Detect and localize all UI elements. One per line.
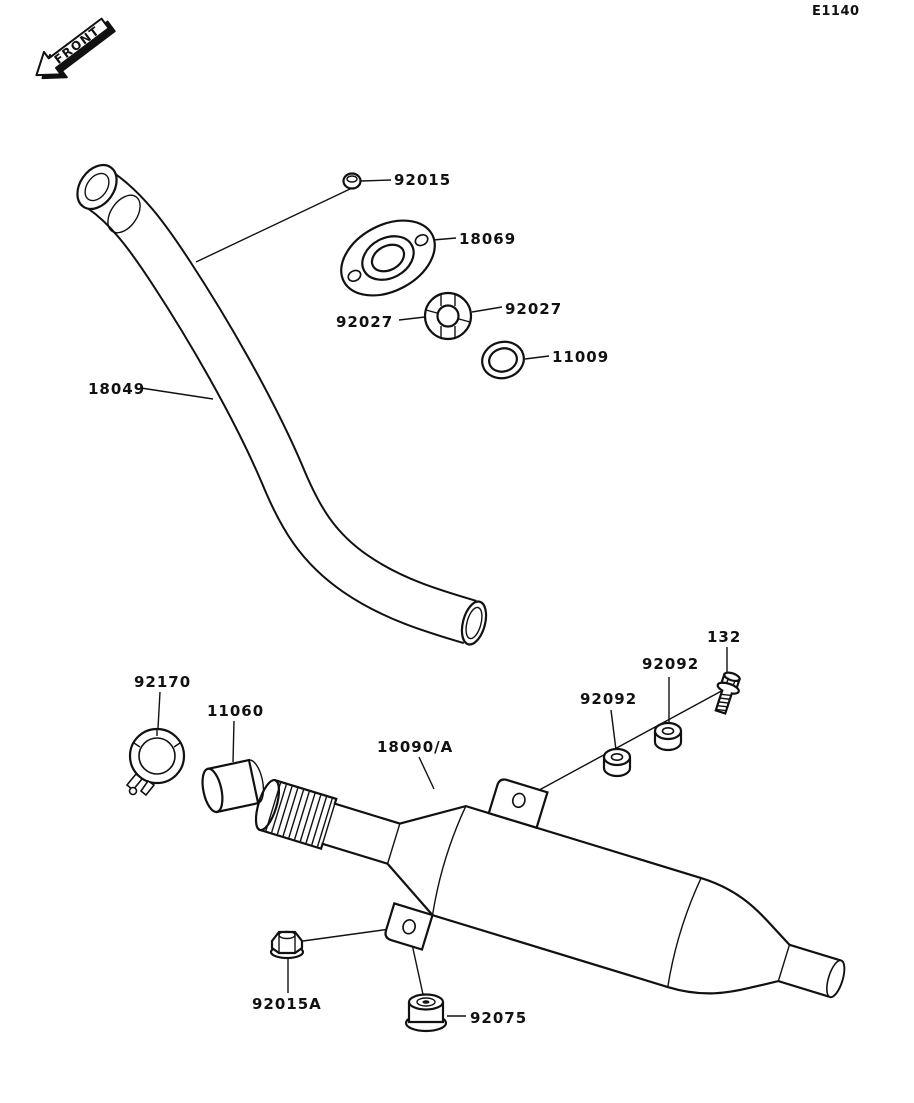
part-label-92027-a: 92027	[505, 300, 563, 318]
part-11009-gasket	[481, 340, 525, 380]
part-label-92015a: 92015A	[252, 995, 322, 1013]
part-92015a-nut	[269, 930, 305, 960]
front-arrow-body	[35, 17, 110, 77]
part-92092-damper-a	[602, 747, 632, 778]
part-label-11009: 11009	[552, 348, 610, 366]
part-92015-nut	[342, 172, 362, 190]
part-18090-muffler	[254, 778, 846, 999]
front-direction-arrow: FRONT	[35, 17, 116, 80]
part-label-92092-a: 92092	[642, 655, 700, 673]
muffler-lower-bracket	[384, 902, 434, 951]
part-11060-sleeve	[201, 758, 265, 814]
part-label-92075: 92075	[470, 1009, 528, 1027]
part-label-11060: 11060	[207, 702, 265, 720]
part-label-18049: 18049	[88, 380, 146, 398]
part-label-132: 132	[707, 628, 742, 646]
part-label-92092-b: 92092	[580, 690, 638, 708]
part-18069-holder-flange	[340, 219, 436, 297]
diagram-code: E1140	[812, 4, 860, 19]
part-label-18069: 18069	[459, 230, 517, 248]
part-132-bolt	[714, 671, 741, 715]
part-label-18090a: 18090/A	[377, 738, 454, 756]
muffler-top-bracket	[487, 778, 549, 830]
part-label-92170: 92170	[134, 673, 192, 691]
part-92027-split-collars	[423, 291, 473, 341]
part-92075-damper	[404, 993, 448, 1033]
part-label-92015: 92015	[394, 171, 452, 189]
part-92170-clamp	[125, 727, 186, 797]
part-18049-header-pipe	[76, 163, 488, 646]
part-92092-damper-b	[653, 721, 683, 752]
part-label-92027-b: 92027	[336, 313, 394, 331]
leader-lines	[140, 179, 728, 1017]
